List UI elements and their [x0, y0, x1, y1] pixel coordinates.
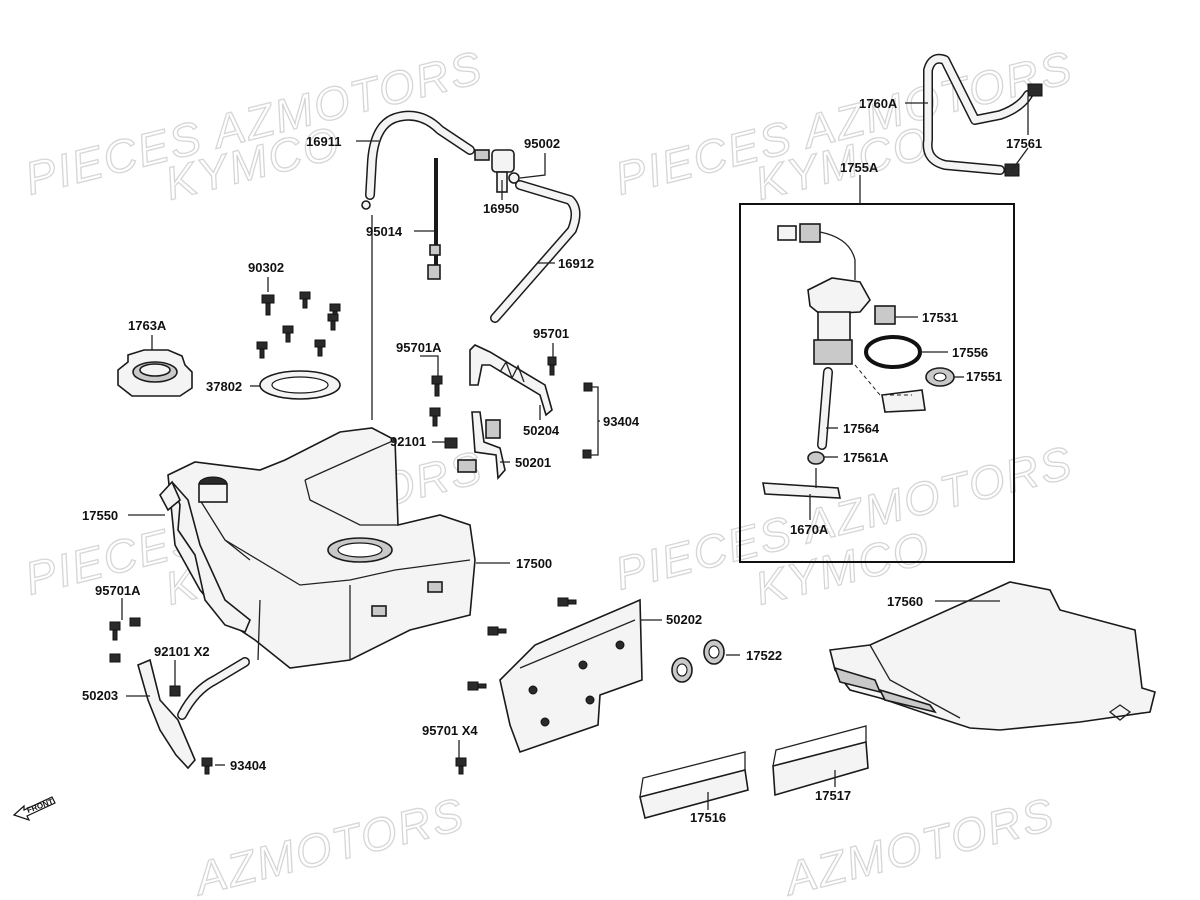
label-17551: 17551: [966, 369, 1002, 384]
label-1763A: 1763A: [128, 318, 167, 333]
label-93404-top: 93404: [603, 414, 640, 429]
skid-plate-50202: [499, 598, 643, 754]
front-arrow-label: FRONT: [26, 797, 55, 815]
breather-hose-16912: [490, 180, 581, 323]
label-17564: 17564: [843, 421, 880, 436]
label-92101-top: 92101: [390, 434, 426, 449]
label-17500: 17500: [516, 556, 552, 571]
label-50202: 50202: [666, 612, 702, 627]
bolts-90302: [256, 291, 341, 359]
label-50204: 50204: [523, 423, 560, 438]
foam-block-17517: [772, 725, 869, 797]
label-93404-bottom: 93404: [230, 758, 267, 773]
label-17560: 17560: [887, 594, 923, 609]
bracket-50204: [469, 344, 553, 417]
label-95701-x4: 95701 X4: [422, 723, 478, 738]
label-16950: 16950: [483, 201, 519, 216]
nut-17522: [671, 639, 725, 683]
fuel-line-lower: [177, 657, 250, 720]
label-17516: 17516: [690, 810, 726, 825]
label-90302: 90302: [248, 260, 284, 275]
bracket-50201: [457, 411, 506, 480]
label-17531: 17531: [922, 310, 958, 325]
watermark-text: AZMOTORS: [187, 788, 470, 900]
tie-strap-95014: [427, 158, 441, 280]
label-17556: 17556: [952, 345, 988, 360]
part-labels: 16911 95002 16950 95014 16912 90302 1763…: [82, 96, 1042, 825]
watermark-text: AZMOTORS: [777, 788, 1060, 900]
label-95701A-top: 95701A: [396, 340, 442, 355]
label-17561A: 17561A: [843, 450, 889, 465]
label-17517: 17517: [815, 788, 851, 803]
fuel-cap-1763A: [117, 349, 193, 397]
label-16911: 16911: [306, 134, 341, 149]
vent-valve-16950: [474, 149, 520, 193]
label-16912: 16912: [558, 256, 594, 271]
label-37802: 37802: [206, 379, 242, 394]
label-95701A-left: 95701A: [95, 583, 141, 598]
label-95701-top: 95701: [533, 326, 569, 341]
heat-shield-17550: [159, 480, 251, 634]
bolts-lower-left: [109, 617, 213, 775]
label-50201: 50201: [515, 455, 551, 470]
bolts-95701: [455, 597, 577, 775]
breather-hose-16911: [361, 110, 475, 210]
label-17522: 17522: [746, 648, 782, 663]
fuel-hose-1760A: [922, 53, 1033, 175]
label-95002: 95002: [524, 136, 560, 151]
fuel-tank-17500: [167, 427, 476, 669]
label-1755A: 1755A: [840, 160, 879, 175]
gasket-37802: [259, 370, 341, 400]
bolts-center: [429, 356, 593, 459]
label-17550: 17550: [82, 508, 118, 523]
leader-lines: [121, 96, 1029, 810]
label-95014: 95014: [366, 224, 403, 239]
cover-17560: [829, 581, 1156, 731]
label-50203: 50203: [82, 688, 118, 703]
front-arrow-icon: FRONT: [12, 796, 56, 822]
label-92101-x2: 92101 X2: [154, 644, 210, 659]
fuel-pump-assembly-box: [739, 203, 1015, 563]
label-17561-top: 17561: [1006, 136, 1042, 151]
label-1760A: 1760A: [859, 96, 898, 111]
foam-block-17516: [639, 751, 749, 819]
label-1670A: 1670A: [790, 522, 829, 537]
